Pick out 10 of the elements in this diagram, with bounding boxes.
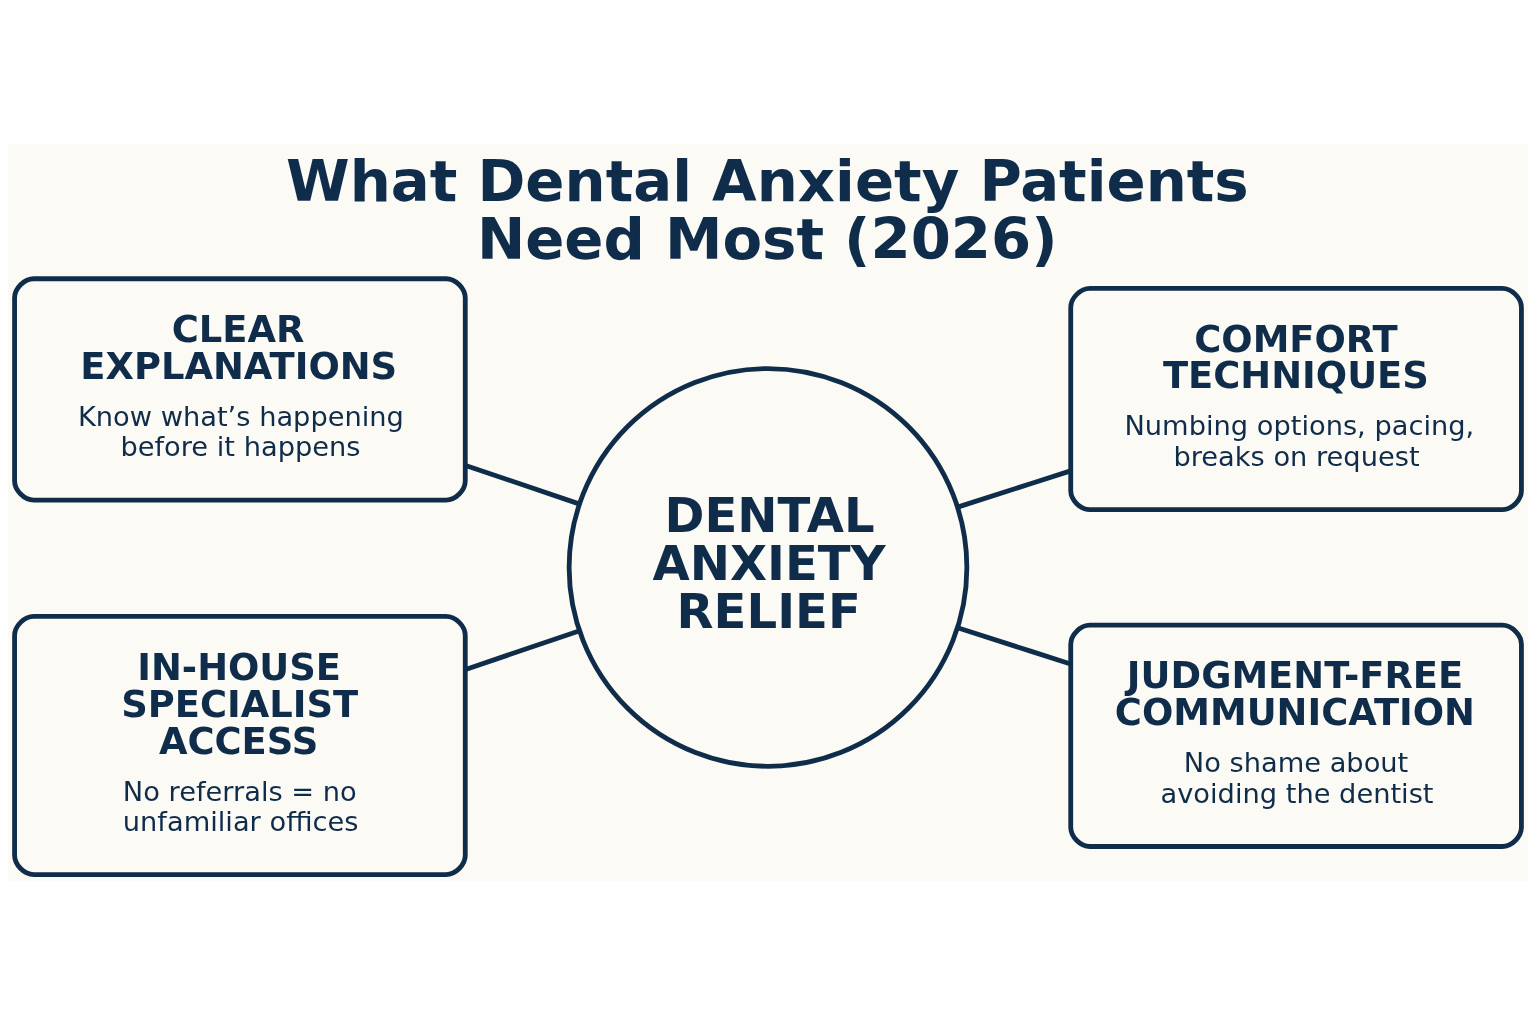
node-circle: DENTAL ANXIETY RELIEF (566, 365, 970, 769)
connector (956, 624, 1072, 666)
node-box: JUDGMENT-FREE COMMUNICATION No shame about avoiding the dentist (1068, 622, 1524, 849)
node-box: CLEAR EXPLANATIONS Know what’s happening before it happens (12, 275, 468, 502)
diagram-title: What Dental Anxiety Patients Need Most (2026) (286, 146, 1249, 273)
connector (956, 468, 1072, 509)
node-box: IN-HOUSE SPECIALIST ACCESS No referrals = no unfamiliar offices (12, 613, 468, 877)
node-box: COMFORT TECHNIQUES Numbing options, pacing, breaks on request (1068, 285, 1524, 512)
connector (464, 627, 581, 672)
connector (464, 462, 581, 506)
